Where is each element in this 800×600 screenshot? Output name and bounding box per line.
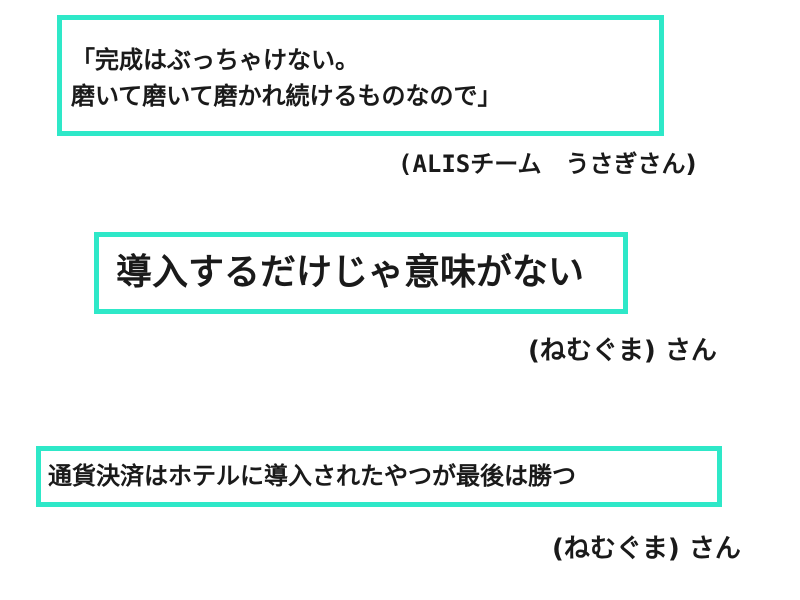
attribution-speaker: チーム うさぎさん) (470, 150, 697, 178)
attribution-open-paren: ( (398, 150, 413, 178)
quote-box-2: 導入するだけじゃ意味がない (94, 232, 628, 314)
quote-1-attribution: (ALISチーム うさぎさん) (398, 144, 697, 179)
quote-box-3: 通貨決済はホテルに導入されたやつが最後は勝つ (36, 446, 722, 507)
quote-1-line-1: 「完成はぶっちゃけない。 (71, 46, 359, 74)
quote-2-text: 導入するだけじゃ意味がない (116, 252, 585, 293)
quote-3-text: 通貨決済はホテルに導入されたやつが最後は勝つ (48, 462, 576, 490)
quote-1-line-2: 磨いて磨いて磨かれ続けるものなので」 (71, 82, 502, 110)
quote-box-1: 「完成はぶっちゃけない。 磨いて磨いて磨かれ続けるものなので」 (57, 15, 664, 136)
attribution-team-name: ALIS (412, 150, 471, 178)
quote-2-attribution: (ねむぐま) さん (528, 336, 717, 366)
quote-3-attribution: (ねむぐま) さん (552, 534, 741, 564)
